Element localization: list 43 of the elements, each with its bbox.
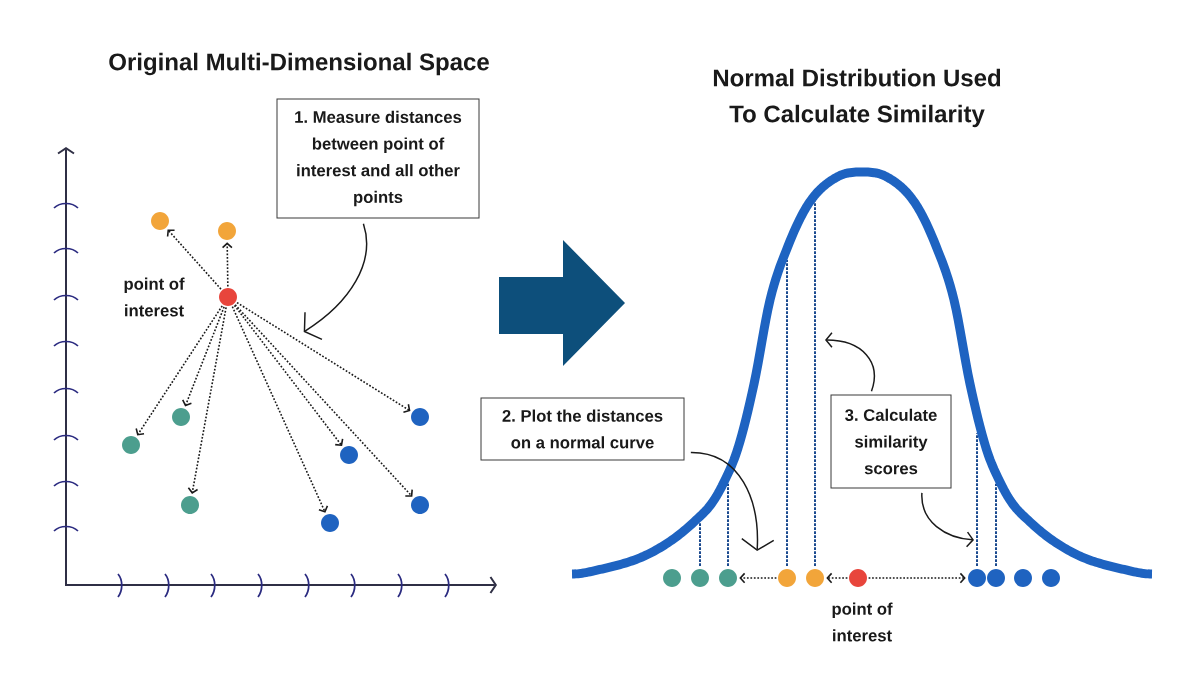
data-point: [411, 496, 429, 514]
point-label: point of interest: [832, 602, 893, 642]
dotted-arrow: [826, 572, 849, 584]
data-point: [219, 288, 237, 306]
data-point: [340, 446, 358, 464]
panel-title: Normal Distribution Used To Calculate Similarity: [713, 68, 1001, 128]
data-point: [218, 222, 236, 240]
curved-arrow: [825, 331, 875, 392]
curved-arrow: [921, 492, 974, 548]
dotted-arrow: [234, 304, 413, 497]
data-point: [719, 569, 737, 587]
dotted-arrow: [233, 304, 344, 447]
dotted-arrow: [135, 305, 223, 436]
data-point: [691, 569, 709, 587]
dotted-arrow: [166, 229, 222, 290]
dotted-arrow: [187, 306, 227, 494]
data-point: [151, 212, 169, 230]
data-point: [663, 569, 681, 587]
dotted-arrow: [231, 305, 329, 513]
data-point: [321, 514, 339, 532]
dotted-arrow: [236, 301, 411, 413]
data-point: [1042, 569, 1060, 587]
data-point: [987, 569, 1005, 587]
data-point: [181, 496, 199, 514]
data-point: [1014, 569, 1032, 587]
data-point: [806, 569, 824, 587]
data-point: [778, 569, 796, 587]
panel-title: Original Multi-Dimensional Space: [109, 52, 489, 76]
data-point: [122, 436, 140, 454]
data-point: [172, 408, 190, 426]
callout-box: 2. Plot the distances on a normal curve: [480, 397, 685, 461]
callout-box: 1. Measure distances between point of interest and all other points: [276, 98, 480, 219]
dotted-arrow: [739, 572, 778, 584]
dotted-arrow: [221, 242, 233, 288]
curved-arrow: [303, 223, 368, 341]
data-point: [411, 408, 429, 426]
point-label: point of interest: [124, 277, 185, 317]
data-point: [849, 569, 867, 587]
data-point: [968, 569, 986, 587]
dotted-arrow: [181, 306, 225, 407]
dotted-arrow: [867, 572, 966, 584]
curved-arrow: [690, 451, 775, 551]
callout-box: 3. Calculate similarity scores: [830, 394, 952, 489]
